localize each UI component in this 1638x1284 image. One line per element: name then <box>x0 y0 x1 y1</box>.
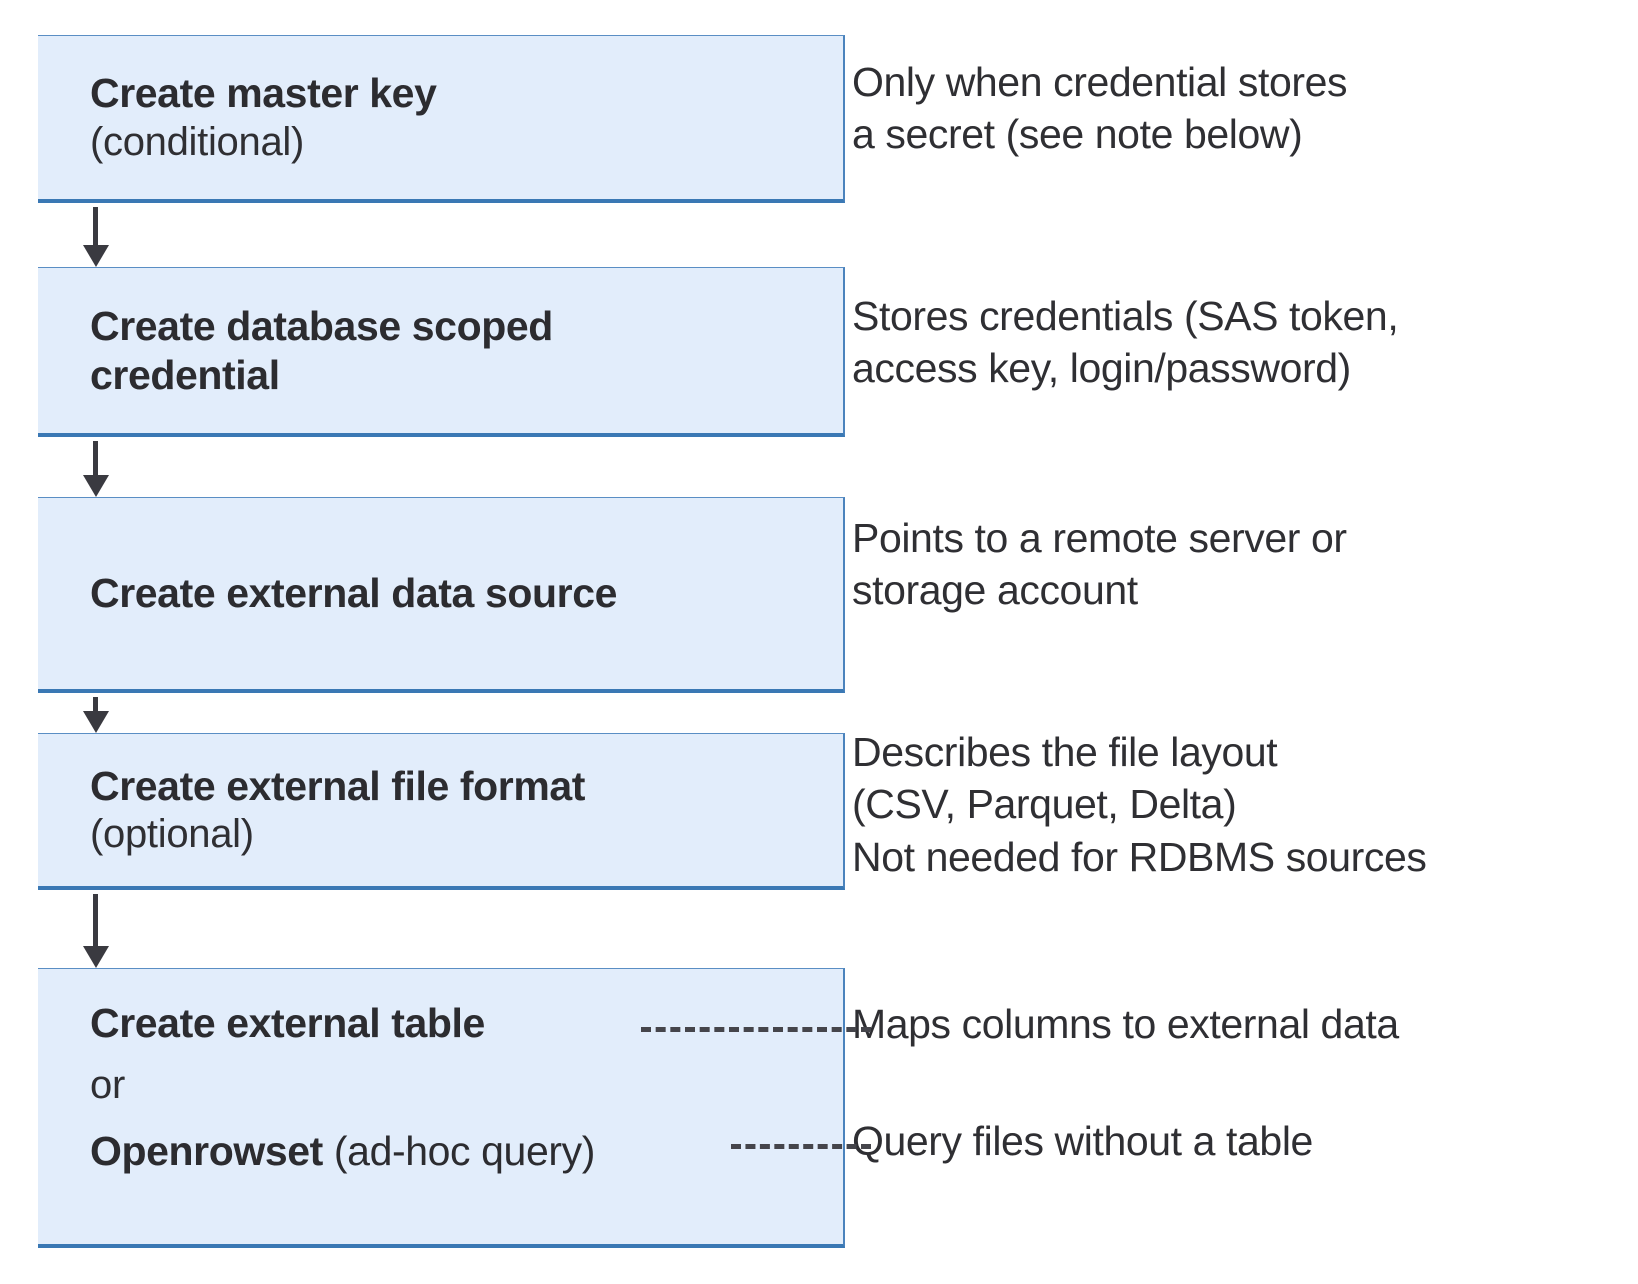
note-create-external-data-source: Points to a remote server or storage acc… <box>852 515 1347 614</box>
dashed-connector-external-table <box>641 1027 871 1032</box>
step-box-create-database-scoped-credential: Create database scoped credential <box>38 267 845 437</box>
step-label-or: or <box>90 1063 125 1108</box>
arrow-head <box>83 245 109 267</box>
note-create-external-file-format: Describes the file layout (CSV, Parquet,… <box>852 729 1427 880</box>
step-box-create-external-table-or-openrowset: Create external table or Openrowset (ad-… <box>38 968 845 1248</box>
arrow-shaft <box>93 207 98 245</box>
arrow-down-icon-3 <box>83 697 109 733</box>
arrow-shaft <box>93 441 98 475</box>
note-maps-columns-to-external-data: Maps columns to external data <box>852 1001 1399 1047</box>
step-title-create-master-key: Create master key <box>90 70 437 117</box>
step-subtitle-create-external-file-format: (optional) <box>90 812 254 857</box>
note-create-database-scoped-credential: Stores credentials (SAS token, access ke… <box>852 293 1399 392</box>
arrow-shaft <box>93 697 98 711</box>
step-box-create-external-data-source: Create external data source <box>38 497 845 693</box>
step-title-create-database-scoped-credential: Create database scoped credential <box>90 303 553 398</box>
arrow-down-icon-1 <box>83 207 109 267</box>
arrow-shaft <box>93 894 98 946</box>
step-box-create-external-file-format: Create external file format (optional) <box>38 733 845 890</box>
dashed-connector-openrowset <box>731 1144 871 1149</box>
arrow-down-icon-2 <box>83 441 109 497</box>
step-title-openrowset-qualifier: (ad-hoc query) <box>322 1128 595 1175</box>
arrow-head <box>83 711 109 733</box>
step-title-create-external-table: Create external table <box>90 1000 485 1046</box>
arrow-down-icon-4 <box>83 894 109 968</box>
step-subtitle-create-master-key: (conditional) <box>90 119 304 164</box>
note-create-master-key: Only when credential stores a secret (se… <box>852 59 1348 158</box>
note-query-files-without-a-table: Query files without a table <box>852 1118 1313 1164</box>
step-title-create-external-file-format: Create external file format <box>90 762 586 809</box>
step-title-openrowset-bold: Openrowset <box>90 1128 323 1175</box>
step-title-openrowset: Openrowset (ad-hoc query) <box>90 1127 829 1176</box>
arrow-head <box>83 475 109 497</box>
arrow-head <box>83 946 109 968</box>
step-title-create-external-data-source: Create external data source <box>90 569 618 616</box>
step-box-create-master-key: Create master key (conditional) <box>38 35 845 203</box>
